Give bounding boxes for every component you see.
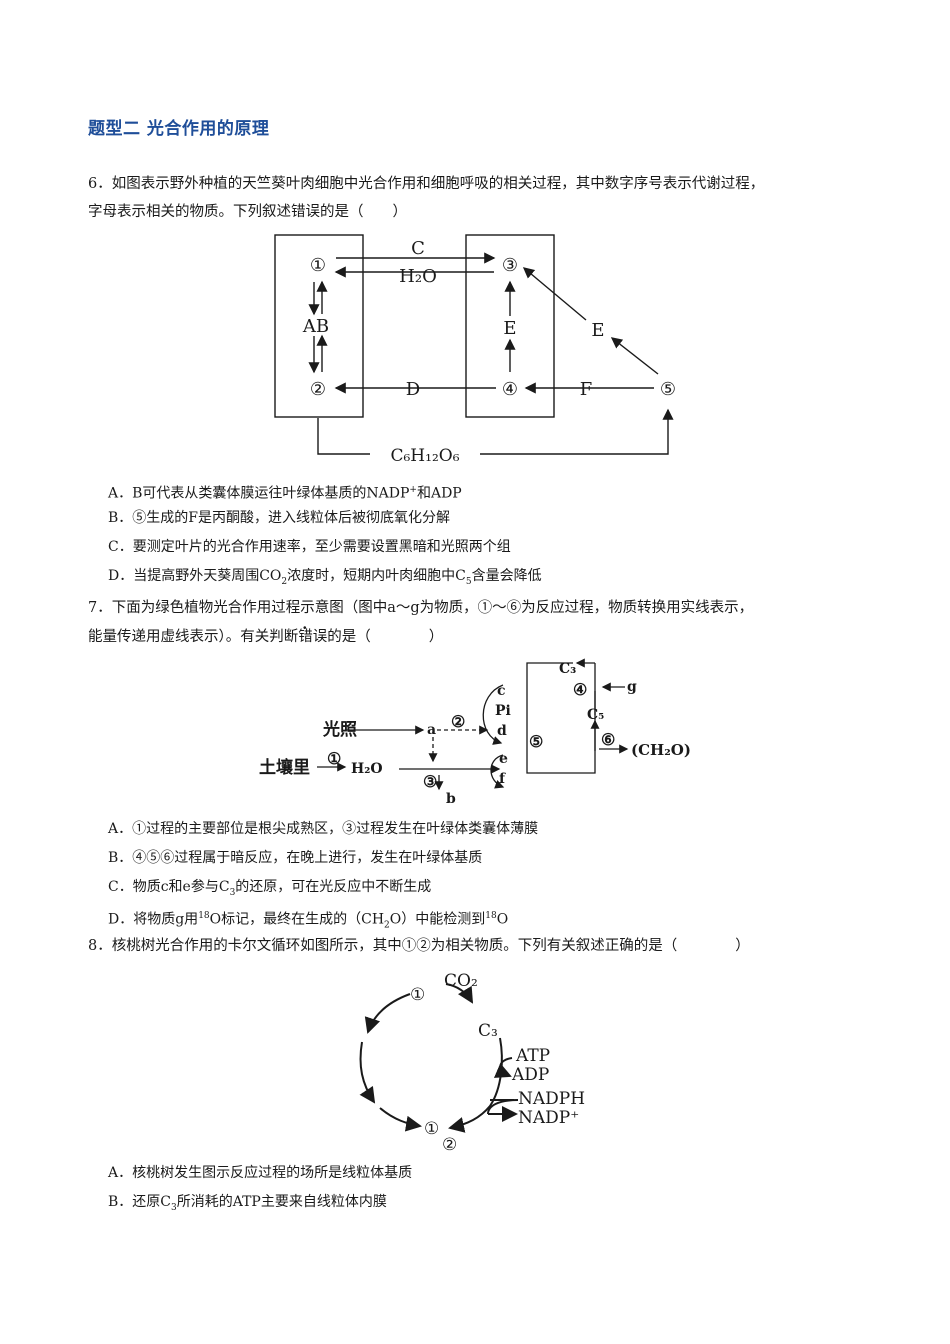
q8-diagram: ① CO₂ C₃ ATP ADP NADPH NADP⁺ ① ② [359, 971, 585, 1155]
q7-node-6: ⑥ [601, 730, 615, 749]
q7-node-1: ① [327, 749, 341, 768]
section-title: 题型二 光合作用的原理 [88, 119, 270, 139]
q7-label-d: d [497, 723, 507, 739]
q8-node-1-top: ① [410, 985, 425, 1005]
q8-label-nadph: NADPH [518, 1089, 585, 1109]
q7-label-c5: C₅ [587, 707, 604, 723]
q6-label-glucose: C₆H₁₂O₆ [390, 446, 459, 466]
q7-label-b: b [446, 791, 456, 807]
q6-option-a: A．B可代表从类囊体膜运往叶绿体基质的NADP+和ADP [108, 485, 462, 502]
q6-option-c: C．要测定叶片的光合作用速率，至少需要设置黑暗和光照两个组 [108, 539, 511, 555]
q6-node-1: ① [310, 255, 326, 276]
q7-label-f: f [499, 771, 506, 787]
q7-label-light: 光照 [322, 719, 357, 740]
q7-label-h2o: H₂O [351, 761, 383, 777]
q6-node-3: ③ [502, 255, 518, 276]
q7-label-g: g [627, 679, 637, 695]
q8-node-1-bottom: ① [424, 1119, 439, 1139]
q7-stem-line2: 能量传递用虚线表示）。有关判断错误的是（ ） [88, 623, 868, 651]
q8-label-nadp: NADP⁺ [518, 1108, 579, 1128]
q8-label-co2: CO₂ [444, 971, 478, 991]
q6-label-c: C [411, 238, 425, 259]
q7-label-soil: 土壤里 [259, 757, 310, 778]
q7-node-5: ⑤ [529, 732, 543, 751]
q8-label-adp: ADP [511, 1065, 549, 1085]
q6-node-4: ④ [502, 379, 518, 400]
q7-node-4: ④ [573, 680, 587, 699]
q7-option-a: A．①过程的主要部位是根尖成熟区，③过程发生在叶绿体类囊体薄膜 [108, 821, 539, 837]
q6-label-f: F [580, 379, 593, 400]
q7-label-a: a [427, 722, 436, 738]
q6-option-b: B．⑤生成的F是丙酮酸，进入线粒体后被彻底氧化分解 [108, 510, 451, 526]
q7-node-3: ③ [423, 772, 437, 791]
q8-node-2: ② [442, 1135, 457, 1155]
q6-label-d: D [406, 379, 420, 400]
q7-option-c: C．物质c和e参与C3的还原，可在光反应中不断生成 [108, 879, 432, 898]
q7-label-e: e [499, 751, 508, 767]
q8-label-c3: C₃ [478, 1021, 498, 1041]
q7-label-pi: Pi [495, 703, 511, 719]
q6-node-5: ⑤ [660, 379, 676, 400]
q7-diagram: 光照 土壤里 ① H₂O a ② ③ b c Pi d e f ⑤ C₃ ④ g… [259, 658, 691, 807]
q7-option-d: D．将物质g用18O标记，最终在生成的（CH2O）中能检测到18O [108, 911, 509, 931]
q6-label-e: E [591, 320, 604, 341]
q6-label-e-inner: E [503, 318, 516, 339]
q7-stem-line1: 7．下面为绿色植物光合作用过程示意图（图中a～g为物质，①～⑥为反应过程，物质转… [88, 600, 754, 616]
q6-label-h2o: H₂O [399, 266, 437, 287]
q6-stem-line2: 字母表示相关的物质。下列叙述错误的是（ ） [88, 204, 407, 220]
q8-option-b: B．还原C3所消耗的ATP主要来自线粒体内膜 [108, 1194, 387, 1213]
q6-option-d: D．当提高野外天葵周围CO2浓度时，短期内叶肉细胞中C5含量会降低 [108, 568, 542, 587]
q7-node-2: ② [451, 712, 465, 731]
q7-label-c: c [497, 683, 506, 699]
q6-stem-line1: 6．如图表示野外种植的天竺葵叶肉细胞中光合作用和细胞呼吸的相关过程，其中数字序号… [88, 176, 765, 192]
q8-label-atp: ATP [515, 1046, 550, 1066]
q7-label-ch2o: (CH₂O) [631, 741, 691, 759]
q6-node-2: ② [310, 379, 326, 400]
q8-option-a: A．核桃树发生图示反应过程的场所是线粒体基质 [108, 1165, 413, 1181]
q6-label-ab: AB [302, 316, 329, 337]
q8-stem: 8．核桃树光合作用的卡尔文循环如图所示，其中①②为相关物质。下列有关叙述正确的是… [88, 938, 750, 954]
q7-label-c3: C₃ [559, 661, 576, 677]
q7-option-b: B．④⑤⑥过程属于暗反应，在晚上进行，发生在叶绿体基质 [108, 850, 483, 866]
q6-diagram: ① ② ③ ④ ⑤ C H₂O AB E E D F C₆H₁₂O₆ [274, 234, 676, 466]
